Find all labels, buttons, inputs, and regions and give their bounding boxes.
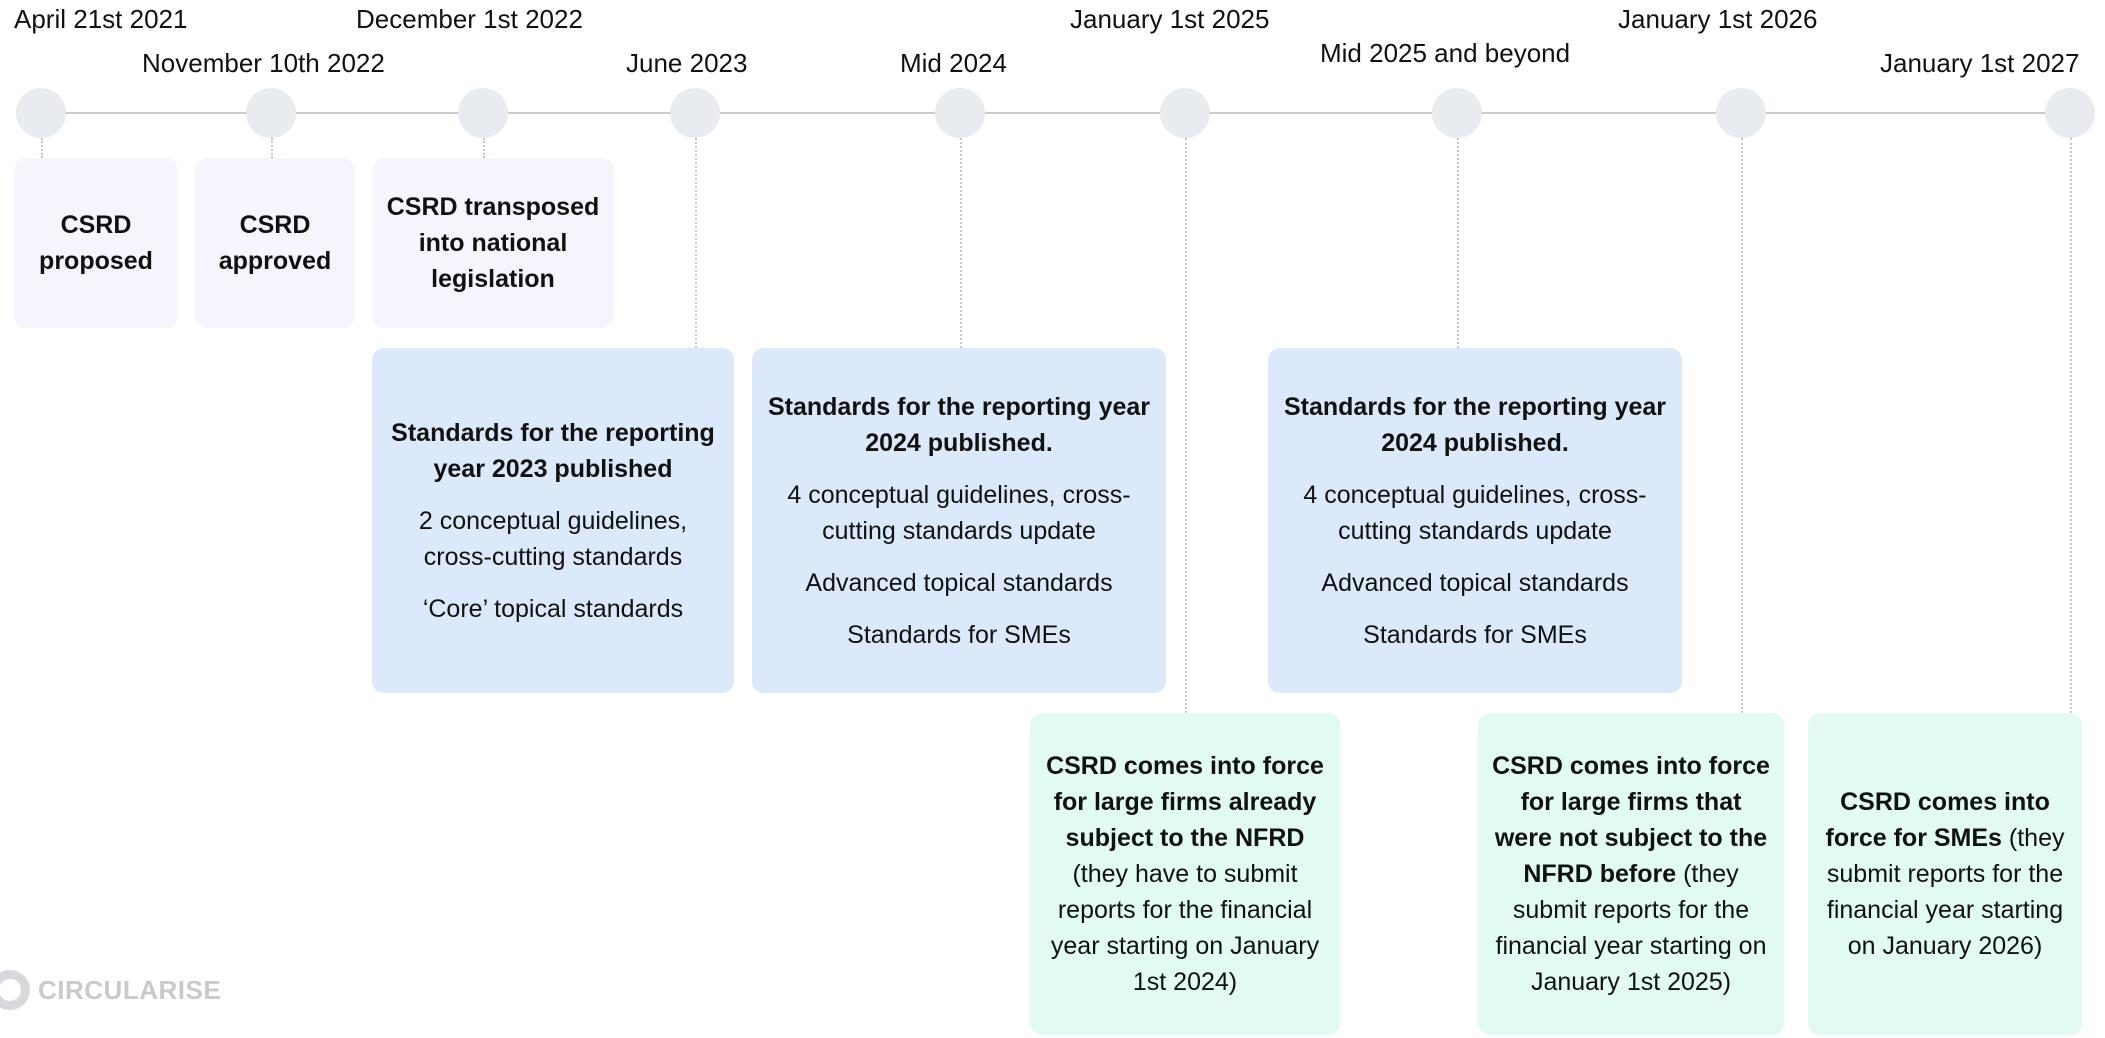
timeline-node <box>670 88 720 138</box>
date-label-2025-01-01: January 1st 2025 <box>1070 4 1270 34</box>
event-detail: 4 conceptual guidelines, cross-cutting s… <box>1303 480 1647 545</box>
timeline-node <box>246 88 296 138</box>
timeline-node <box>458 88 508 138</box>
date-label-2026-01-01: January 1st 2026 <box>1618 4 1818 34</box>
event-title: CSRD transposed into national legislatio… <box>386 193 600 293</box>
event-detail: 2 conceptual guidelines, cross-cutting s… <box>418 506 688 571</box>
date-label-2022-11-10: November 10th 2022 <box>142 48 385 78</box>
event-description: CSRD comes into force for large firms al… <box>1046 752 1324 996</box>
timeline-node <box>1716 88 1766 138</box>
timeline-node <box>16 88 66 138</box>
event-csrd-approved: CSRD approved <box>195 158 355 328</box>
event-detail: Standards for SMEs <box>1363 620 1587 649</box>
event-title: CSRD proposed <box>39 211 153 275</box>
connector-line <box>1741 138 1743 713</box>
event-detail: ‘Core’ topical standards <box>422 594 684 623</box>
event-detail: 4 conceptual guidelines, cross-cutting s… <box>787 480 1131 545</box>
date-label-2022-12-01: December 1st 2022 <box>356 4 583 34</box>
event-csrd-force-non-nfrd: CSRD comes into force for large firms th… <box>1478 713 1784 1035</box>
event-standards-2023: Standards for the reporting year 2023 pu… <box>372 348 734 693</box>
connector-line <box>271 138 273 158</box>
event-title: Standards for the reporting year 2024 pu… <box>767 392 1151 457</box>
event-title: CSRD approved <box>218 211 332 275</box>
date-label-2021-04-21: April 21st 2021 <box>14 4 188 34</box>
timeline-node <box>935 88 985 138</box>
event-title: Standards for the reporting year 2023 pu… <box>391 418 715 483</box>
event-description: CSRD comes into force for SMEs (they sub… <box>1825 788 2065 960</box>
timeline-node <box>1432 88 1482 138</box>
circularise-logo: CIRCULARISE <box>0 970 221 1010</box>
connector-line <box>483 138 485 158</box>
timeline-node <box>1160 88 1210 138</box>
event-standards-2024-mid-2025: Standards for the reporting year 2024 pu… <box>1268 348 1682 693</box>
event-description: CSRD comes into force for large firms th… <box>1492 752 1770 996</box>
date-label-2027-01-01: January 1st 2027 <box>1880 48 2080 78</box>
event-detail: Advanced topical standards <box>805 568 1113 597</box>
event-csrd-force-nfrd: CSRD comes into force for large firms al… <box>1030 713 1340 1035</box>
event-detail: Standards for SMEs <box>847 620 1071 649</box>
event-detail: Advanced topical standards <box>1321 568 1629 597</box>
connector-line <box>1457 138 1459 348</box>
timeline-axis <box>42 112 2070 114</box>
connector-line <box>960 138 962 348</box>
timeline-node <box>2045 88 2095 138</box>
date-label-2023-06: June 2023 <box>626 48 748 78</box>
connector-line <box>2070 138 2072 713</box>
event-title: Standards for the reporting year 2024 pu… <box>1283 392 1667 457</box>
event-csrd-proposed: CSRD proposed <box>14 158 178 328</box>
date-label-mid-2024: Mid 2024 <box>900 48 1007 78</box>
date-label-mid-2025: Mid 2025 and beyond <box>1320 38 1571 68</box>
event-csrd-transposed: CSRD transposed into national legislatio… <box>372 158 614 328</box>
circle-ring-icon <box>0 970 30 1010</box>
connector-line <box>695 138 697 348</box>
connector-line <box>1185 138 1187 713</box>
connector-line <box>41 138 43 158</box>
event-standards-2024-mid-2024: Standards for the reporting year 2024 pu… <box>752 348 1166 693</box>
logo-text: CIRCULARISE <box>38 974 222 1005</box>
event-csrd-force-smes: CSRD comes into force for SMEs (they sub… <box>1808 713 2082 1035</box>
